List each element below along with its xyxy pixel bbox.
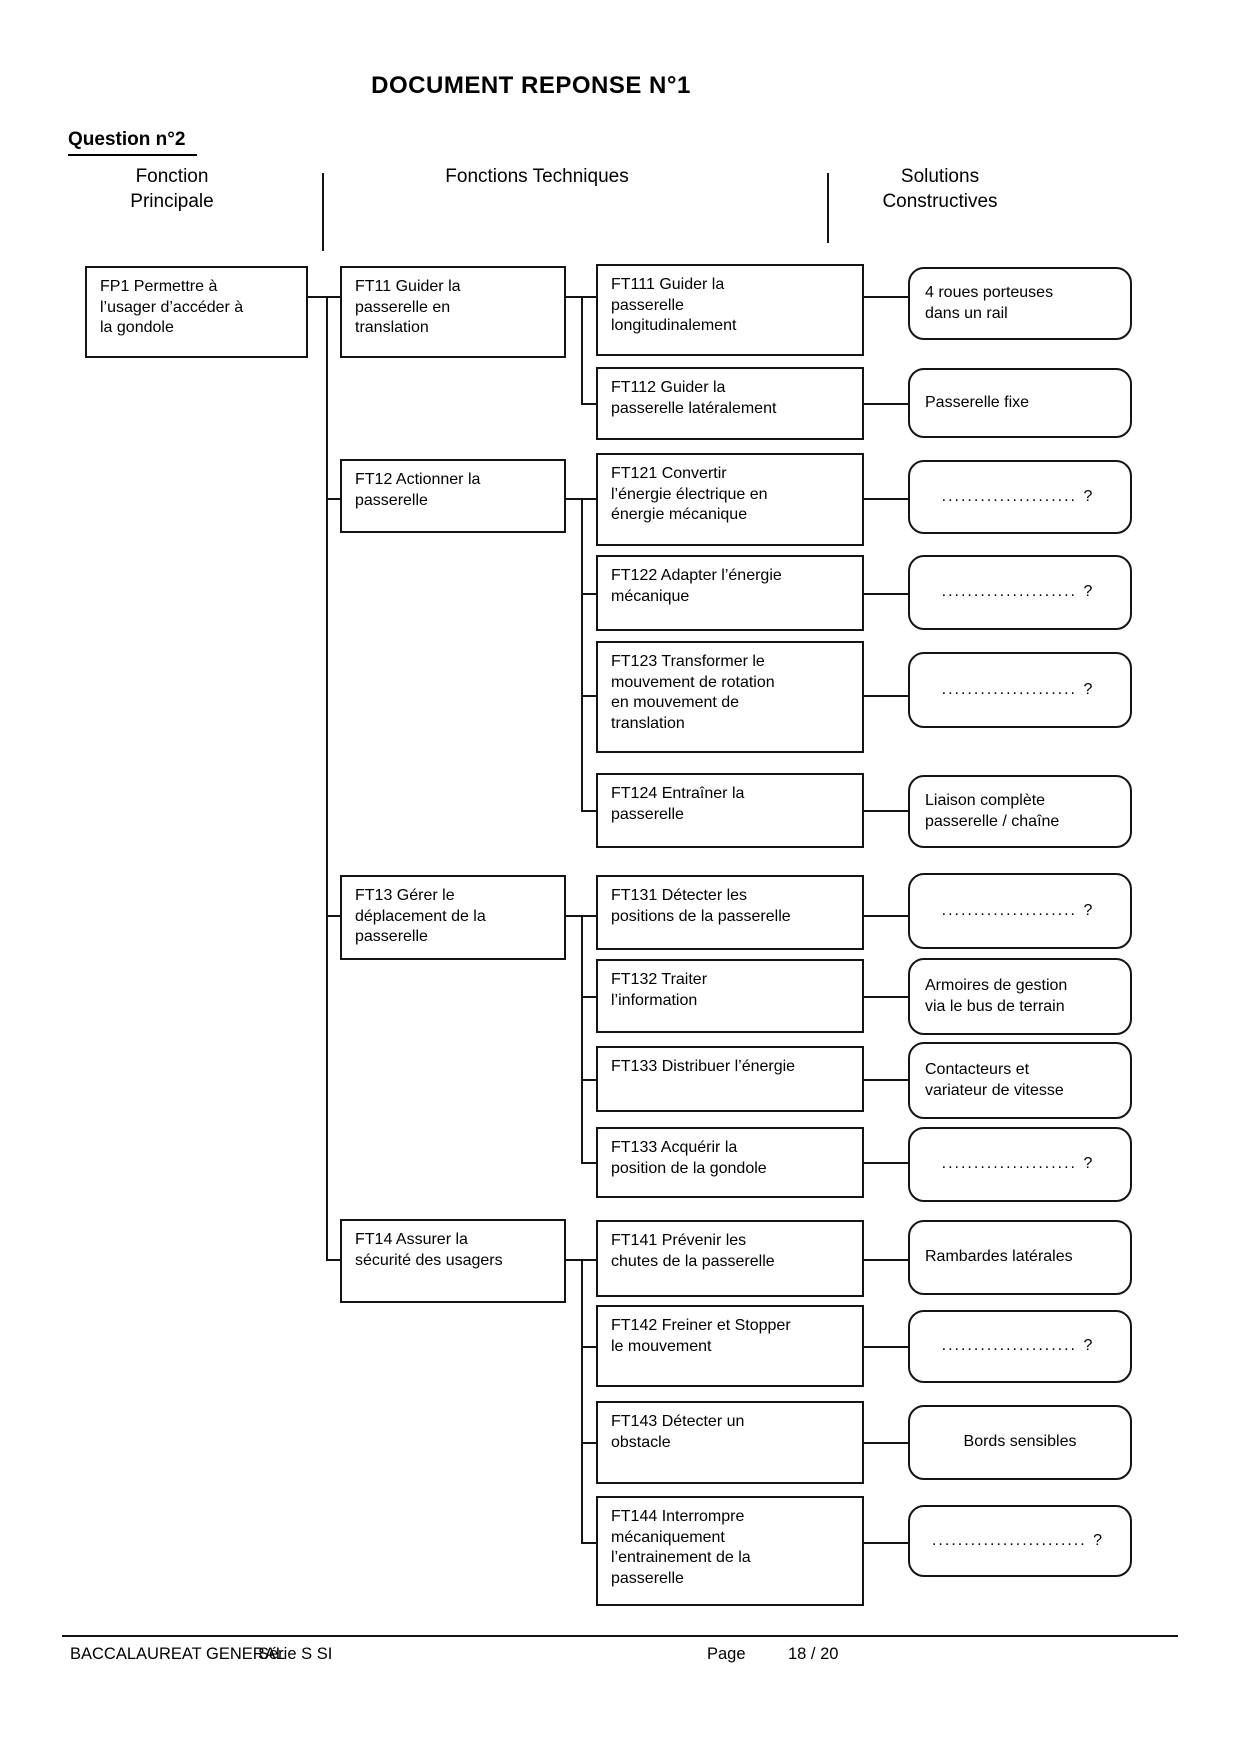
- solution-blank-FT131: ..................... ?: [908, 873, 1132, 949]
- ft-box-FT133a: FT133 Distribuer l’énergie: [596, 1046, 864, 1112]
- connector-line: [864, 403, 908, 405]
- ft-box-FT123: FT123 Transformer le mouvement de rotati…: [596, 641, 864, 753]
- ft-box-FT12: FT12 Actionner la passerelle: [340, 459, 566, 533]
- connector-line: [581, 593, 596, 595]
- ft-box-FT112: FT112 Guider la passerelle latéralement: [596, 367, 864, 440]
- ft-box-FT11: FT11 Guider la passerelle en translation: [340, 266, 566, 358]
- ft-box-FT141: FT141 Prévenir les chutes de la passerel…: [596, 1220, 864, 1297]
- connector-line: [581, 996, 596, 998]
- solution-box-FT133a: Contacteurs et variateur de vitesse: [908, 1042, 1132, 1119]
- footer-serie: Série S SI: [258, 1645, 333, 1663]
- connector-line: [864, 296, 908, 298]
- connector-line: [581, 498, 583, 812]
- connector-line: [581, 1542, 596, 1544]
- connector-line: [566, 1259, 596, 1261]
- ft-box-FP1: FP1 Permettre à l’usager d’accéder à la …: [85, 266, 308, 358]
- ft-box-FT142: FT142 Freiner et Stopper le mouvement: [596, 1305, 864, 1387]
- column-header-solutions-constructives: Solutions Constructives: [882, 166, 998, 212]
- connector-line: [581, 810, 596, 812]
- connector-line: [864, 810, 908, 812]
- connector-line: [864, 1346, 908, 1348]
- solution-blank-FT142: ..................... ?: [908, 1310, 1132, 1383]
- column-divider: [322, 173, 324, 251]
- solution-box-FT124: Liaison complète passerelle / chaîne: [908, 775, 1132, 848]
- column-header-fonction-principale: Fonction Principale: [130, 166, 214, 212]
- ft-box-FT14: FT14 Assurer la sécurité des usagers: [340, 1219, 566, 1303]
- ft-box-FT111: FT111 Guider la passerelle longitudinale…: [596, 264, 864, 356]
- footer-page-label: Page: [707, 1645, 746, 1663]
- solution-box-FT141: Rambardes latérales: [908, 1220, 1132, 1295]
- column-divider: [827, 173, 829, 243]
- connector-line: [326, 1259, 340, 1261]
- document-title: DOCUMENT REPONSE N°1: [371, 72, 691, 99]
- connector-line: [864, 1442, 908, 1444]
- ft-box-FT121: FT121 Convertir l’énergie électrique en …: [596, 453, 864, 546]
- solution-blank-FT121: ..................... ?: [908, 460, 1132, 534]
- connector-line: [864, 498, 908, 500]
- ft-box-FT122: FT122 Adapter l’énergie mécanique: [596, 555, 864, 631]
- ft-box-FT131: FT131 Détecter les positions de la passe…: [596, 875, 864, 950]
- connector-line: [864, 1259, 908, 1261]
- connector-line: [581, 695, 596, 697]
- connector-line: [581, 1079, 596, 1081]
- ft-box-FT124: FT124 Entraîner la passerelle: [596, 773, 864, 848]
- solution-blank-FT144: ........................ ?: [908, 1505, 1132, 1577]
- connector-line: [566, 498, 596, 500]
- connector-line: [864, 1542, 908, 1544]
- connector-line: [581, 1442, 596, 1444]
- connector-line: [864, 1162, 908, 1164]
- footer-exam-name: BACCALAUREAT GENERAL: [70, 1645, 285, 1663]
- ft-box-FT133b: FT133 Acquérir la position de la gondole: [596, 1127, 864, 1198]
- connector-line: [864, 996, 908, 998]
- connector-line: [326, 498, 340, 500]
- solution-box-FT143: Bords sensibles: [908, 1405, 1132, 1480]
- ft-box-FT144: FT144 Interrompre mécaniquement l’entrai…: [596, 1496, 864, 1606]
- connector-line: [581, 403, 596, 405]
- solution-blank-FT122: ..................... ?: [908, 555, 1132, 630]
- question-heading: Question n°2: [68, 129, 198, 156]
- solution-box-FT112: Passerelle fixe: [908, 368, 1132, 438]
- connector-line: [864, 1079, 908, 1081]
- connector-line: [581, 296, 583, 405]
- connector-line: [581, 1259, 583, 1544]
- column-header-fonctions-techniques: Fonctions Techniques: [445, 166, 629, 187]
- connector-line: [864, 593, 908, 595]
- connector-line: [581, 1346, 596, 1348]
- connector-line: [566, 296, 596, 298]
- footer-page-number: 18 / 20: [788, 1645, 839, 1663]
- solution-box-FT132: Armoires de gestion via le bus de terrai…: [908, 958, 1132, 1035]
- ft-box-FT143: FT143 Détecter un obstacle: [596, 1401, 864, 1484]
- connector-line: [326, 296, 328, 1261]
- footer-divider: [62, 1635, 1178, 1637]
- solution-blank-FT133b: ..................... ?: [908, 1127, 1132, 1202]
- connector-line: [581, 915, 583, 1164]
- ft-box-FT13: FT13 Gérer le déplacement de la passerel…: [340, 875, 566, 960]
- connector-line: [864, 695, 908, 697]
- ft-box-FT132: FT132 Traiter l’information: [596, 959, 864, 1033]
- connector-line: [864, 915, 908, 917]
- connector-line: [566, 915, 596, 917]
- connector-line: [308, 296, 340, 298]
- solution-blank-FT123: ..................... ?: [908, 652, 1132, 728]
- connector-line: [326, 915, 340, 917]
- solution-box-FT111: 4 roues porteuses dans un rail: [908, 267, 1132, 340]
- connector-line: [581, 1162, 596, 1164]
